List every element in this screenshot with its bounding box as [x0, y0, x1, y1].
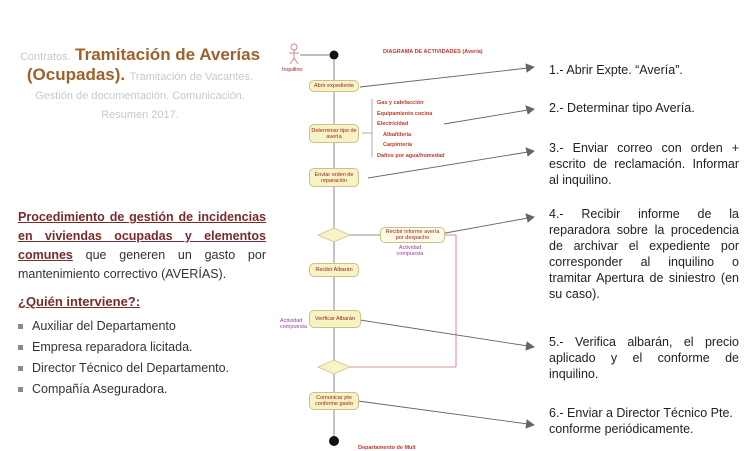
who-heading: ¿Quién interviene?:: [18, 294, 141, 309]
procedure-rest: que generen un gasto por mantenimiento c…: [18, 248, 266, 281]
damage-type-item: Albañilería: [383, 131, 412, 138]
list-item: Auxiliar del Departamento: [17, 319, 229, 340]
node-open-file: Abrir expediente: [309, 80, 359, 92]
damage-type-item: Carpintería: [383, 142, 413, 148]
step-2: 2.- Determinar tipo Avería.: [549, 101, 695, 115]
diagram-title: DIAGRAMA DE ACTIVIDADES (Avería): [383, 49, 483, 55]
node-determine-type: Determinar tipo de avería: [309, 124, 359, 143]
list-item: Empresa reparadora licitada.: [17, 340, 229, 361]
step-5: 5.- Verifica albarán, el precio aplicado…: [549, 335, 739, 381]
decision-1: [317, 227, 351, 243]
damage-type-item: Daños por agua/humedad: [377, 152, 445, 159]
callout-arrows: [357, 63, 535, 429]
start-node: [329, 50, 339, 60]
damage-type-item: Electricidad: [377, 121, 409, 127]
step-6: 6.- Enviar a Director Técnico Pte. confo…: [549, 406, 733, 436]
step-1: 1.- Abrir Expte. “Avería”.: [549, 63, 683, 77]
node-verify-delivery: Verificar Albarán: [309, 310, 361, 328]
node-receive-delivery: Recibir Albarán: [309, 263, 359, 277]
roles-list: Auxiliar del Departamento Empresa repara…: [14, 319, 229, 403]
damage-type-item: Equipamiento cocina: [377, 110, 433, 117]
composite-label-1: Actividad compuesta: [396, 245, 424, 257]
procedure-underlined: Procedimiento de gestión de incidencias …: [18, 210, 266, 262]
title-post: Tramitación de Vacantes. Gestión de docu…: [35, 71, 254, 121]
step-4: 4.- Recibir informe de la reparadora sob…: [549, 207, 739, 301]
decision-2: [317, 359, 351, 375]
actor-label: Inquilino: [282, 67, 303, 73]
title-main: Tramitación de Averías (Ocupadas).: [26, 45, 261, 84]
diagram-footer: Departamento de Mult: [358, 445, 416, 451]
step-3: 3.- Enviar correo con orden + escrito de…: [549, 141, 739, 187]
composite-label-2: Actividad compuesta: [280, 318, 307, 330]
end-node: [329, 436, 339, 446]
damage-types: Gas y calefacción Equipamiento cocina El…: [377, 98, 445, 161]
procedure-description: Procedimiento de gestión de incidencias …: [18, 208, 266, 284]
list-item: Director Técnico del Departamento.: [17, 361, 229, 382]
title-pre: Contratos.: [19, 51, 71, 63]
node-receive-report: Recibir informe avería por despacho: [380, 227, 445, 243]
node-communicate: Comunicar pte conforme gasto: [309, 392, 359, 410]
node-send-order: Enviar orden de reparación: [309, 168, 359, 187]
damage-type-item: Gas y calefacción: [377, 100, 424, 106]
actor-figure: [289, 43, 299, 65]
list-item: Compañía Aseguradora.: [17, 382, 229, 403]
page-title: Contratos. Tramitación de Averías (Ocupa…: [14, 46, 266, 124]
